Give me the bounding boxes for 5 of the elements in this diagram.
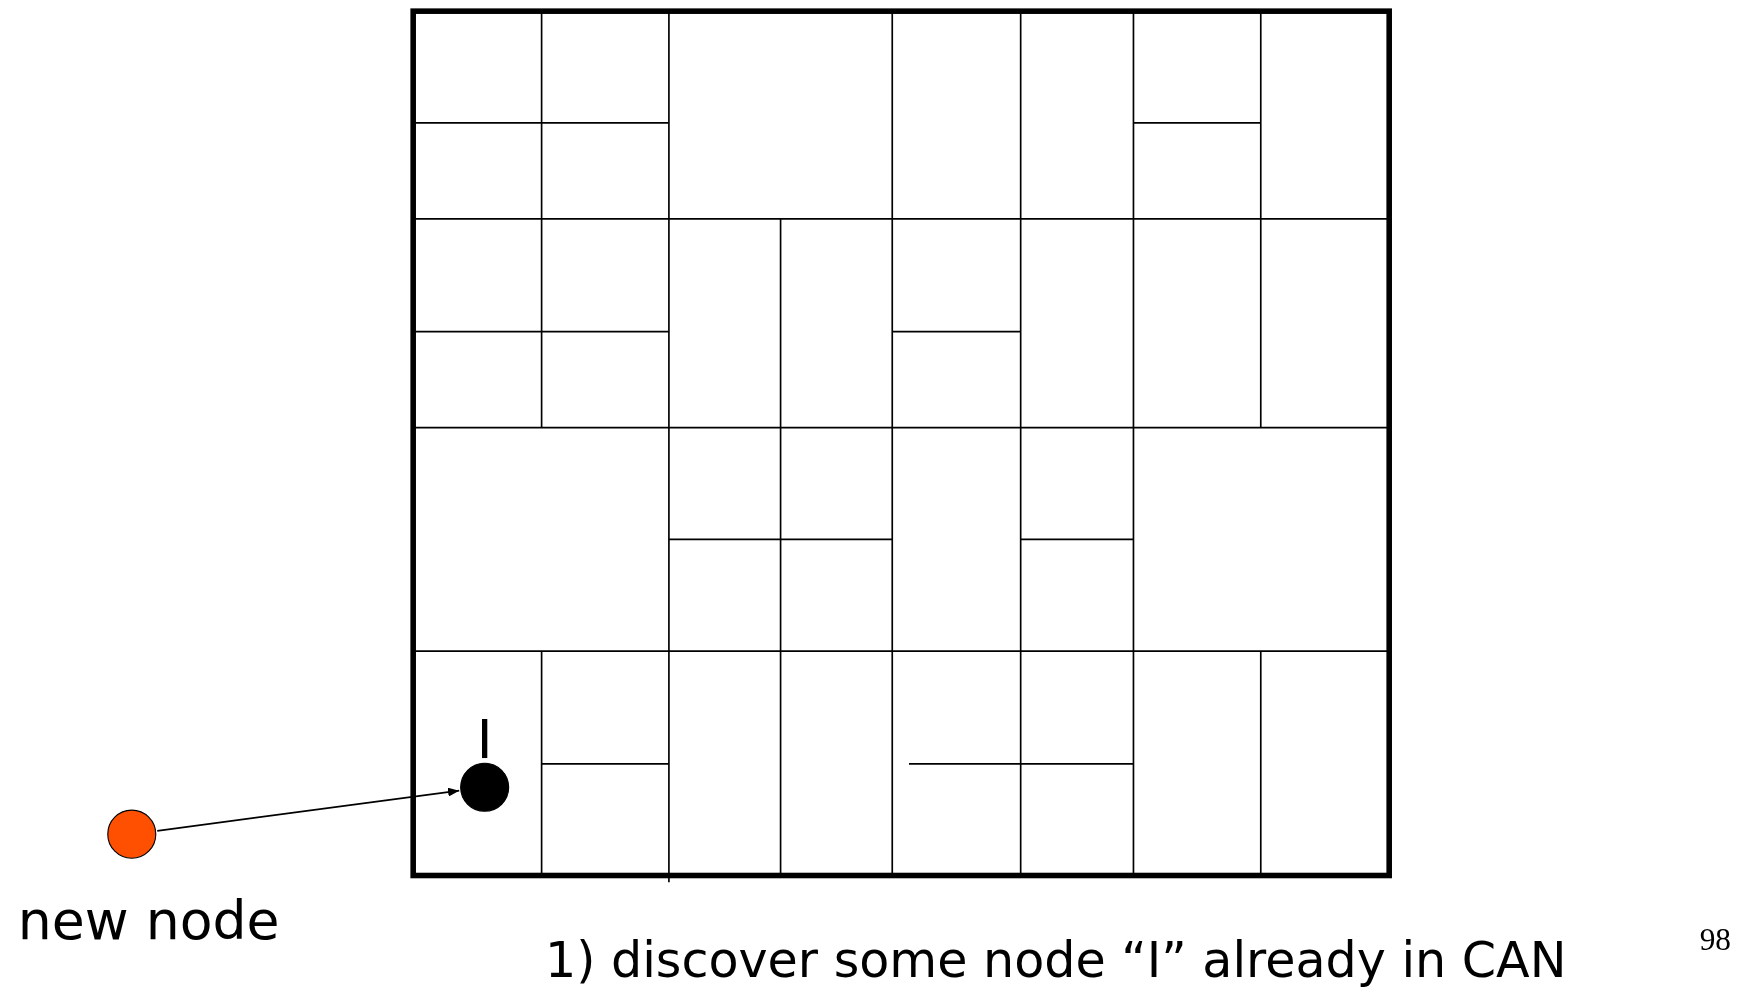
caption: 1) discover some node “I” already in CAN xyxy=(544,935,1567,985)
page-number: 98 xyxy=(1699,924,1731,956)
arrow xyxy=(156,787,461,832)
node-name: I xyxy=(476,712,493,767)
node-name: new node xyxy=(17,893,280,947)
